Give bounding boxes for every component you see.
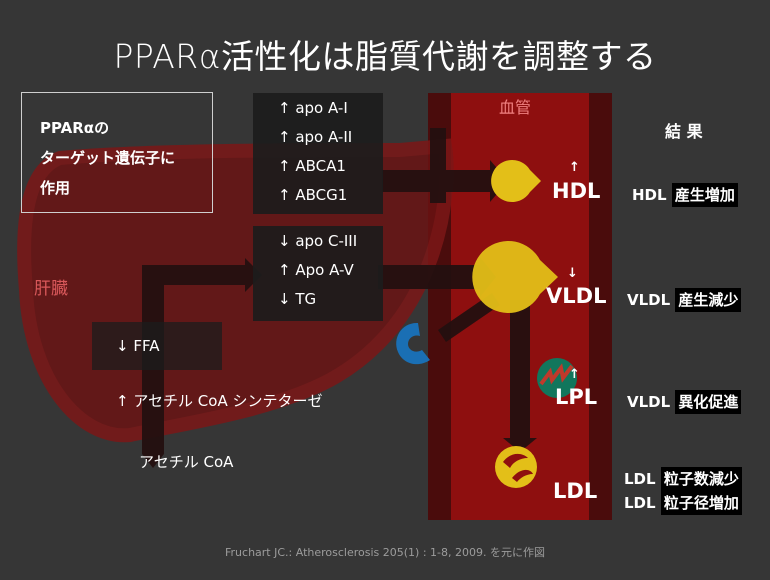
hdl-particle bbox=[491, 160, 541, 203]
result-ldl-count-prefix: LDL bbox=[624, 470, 656, 488]
result-hdl: HDL 産生増加 bbox=[632, 183, 738, 207]
gene-tg: ↓ TG bbox=[278, 290, 317, 308]
ffa-box bbox=[92, 322, 222, 370]
acetyl-coa-label: アセチル CoA bbox=[139, 453, 234, 471]
gene-apo-a2: ↑ apo A-II bbox=[278, 128, 353, 146]
ppar-box-line-3: 作用 bbox=[40, 179, 71, 197]
result-ldl-count-effect: 粒子数減少 bbox=[660, 467, 742, 491]
hdl-up-arrow: ↑ bbox=[569, 160, 580, 175]
result-vldl-catabolism-prefix: VLDL bbox=[627, 393, 671, 411]
lpl-zigzag bbox=[539, 363, 574, 386]
hdl-label: HDL bbox=[552, 179, 601, 203]
receptor-icon bbox=[396, 322, 430, 365]
result-vldl-production-prefix: VLDL bbox=[627, 291, 671, 309]
result-hdl-effect: 産生増加 bbox=[671, 183, 738, 207]
ldl-mark-top bbox=[503, 453, 528, 468]
ppar-target-box bbox=[21, 92, 213, 213]
result-ldl-size-effect: 粒子径増加 bbox=[660, 491, 742, 515]
citation-footer: Fruchart JC.: Atherosclerosis 205(1) : 1… bbox=[225, 546, 545, 559]
gene-apo-a5: ↑ Apo A-V bbox=[278, 261, 354, 279]
gene-abcg1: ↑ ABCG1 bbox=[278, 186, 348, 204]
ldl-mark-bottom bbox=[512, 469, 533, 482]
ldl-particle bbox=[495, 446, 537, 488]
vessel-label: 血管 bbox=[499, 98, 532, 117]
results-title: 結 果 bbox=[665, 122, 703, 141]
ppar-box-line-1: PPARαの bbox=[40, 119, 110, 137]
flow-arrow-acetyl-head bbox=[142, 446, 164, 468]
flow-arrow-vldl-ldl-stem bbox=[510, 300, 530, 438]
gene-abca1: ↑ ABCA1 bbox=[278, 157, 346, 175]
result-vldl-catabolism: VLDL 異化促進 bbox=[627, 390, 742, 414]
gene-box-up bbox=[253, 93, 383, 214]
flow-arrow-acetyl-to-genes bbox=[142, 258, 262, 292]
flow-arrow-ldl-head bbox=[503, 438, 537, 452]
flow-arrow-receptor bbox=[438, 293, 500, 342]
vldl-down-arrow: ↓ bbox=[567, 266, 578, 281]
ffa-label: ↓ FFA bbox=[116, 337, 160, 355]
result-vldl-catabolism-effect: 異化促進 bbox=[675, 390, 742, 414]
result-ldl-size-prefix: LDL bbox=[624, 494, 656, 512]
result-vldl-production-effect: 産生減少 bbox=[675, 288, 742, 312]
ldl-label: LDL bbox=[553, 479, 598, 503]
vldl-particle bbox=[472, 241, 558, 313]
gene-box-mixed bbox=[253, 226, 383, 321]
liver-label: 肝臓 bbox=[34, 279, 68, 299]
result-hdl-prefix: HDL bbox=[632, 186, 667, 204]
lpl-label: LPL bbox=[555, 385, 598, 409]
result-vldl-production: VLDL 産生減少 bbox=[627, 288, 742, 312]
lpl-up-arrow: ↑ bbox=[569, 367, 580, 382]
flow-arrow-vldl bbox=[378, 257, 496, 297]
lpl-enzyme bbox=[537, 358, 577, 398]
acetyl-synthase-label: ↑ アセチル CoA シンテターゼ bbox=[116, 392, 323, 410]
ppar-box-line-2: ターゲット遺伝子に bbox=[40, 149, 176, 167]
page-title: PPARα活性化は脂質代謝を調整する bbox=[113, 37, 657, 76]
vldl-label: VLDL bbox=[546, 284, 607, 308]
flow-arrow-hdl bbox=[382, 160, 508, 202]
gene-apo-c3: ↓ apo C-III bbox=[278, 232, 358, 250]
result-ldl-count: LDL 粒子数減少 bbox=[624, 467, 742, 491]
flow-arrows bbox=[142, 128, 537, 468]
gene-apo-a1: ↑ apo A-I bbox=[278, 99, 348, 117]
result-ldl-size: LDL 粒子径増加 bbox=[624, 491, 742, 515]
